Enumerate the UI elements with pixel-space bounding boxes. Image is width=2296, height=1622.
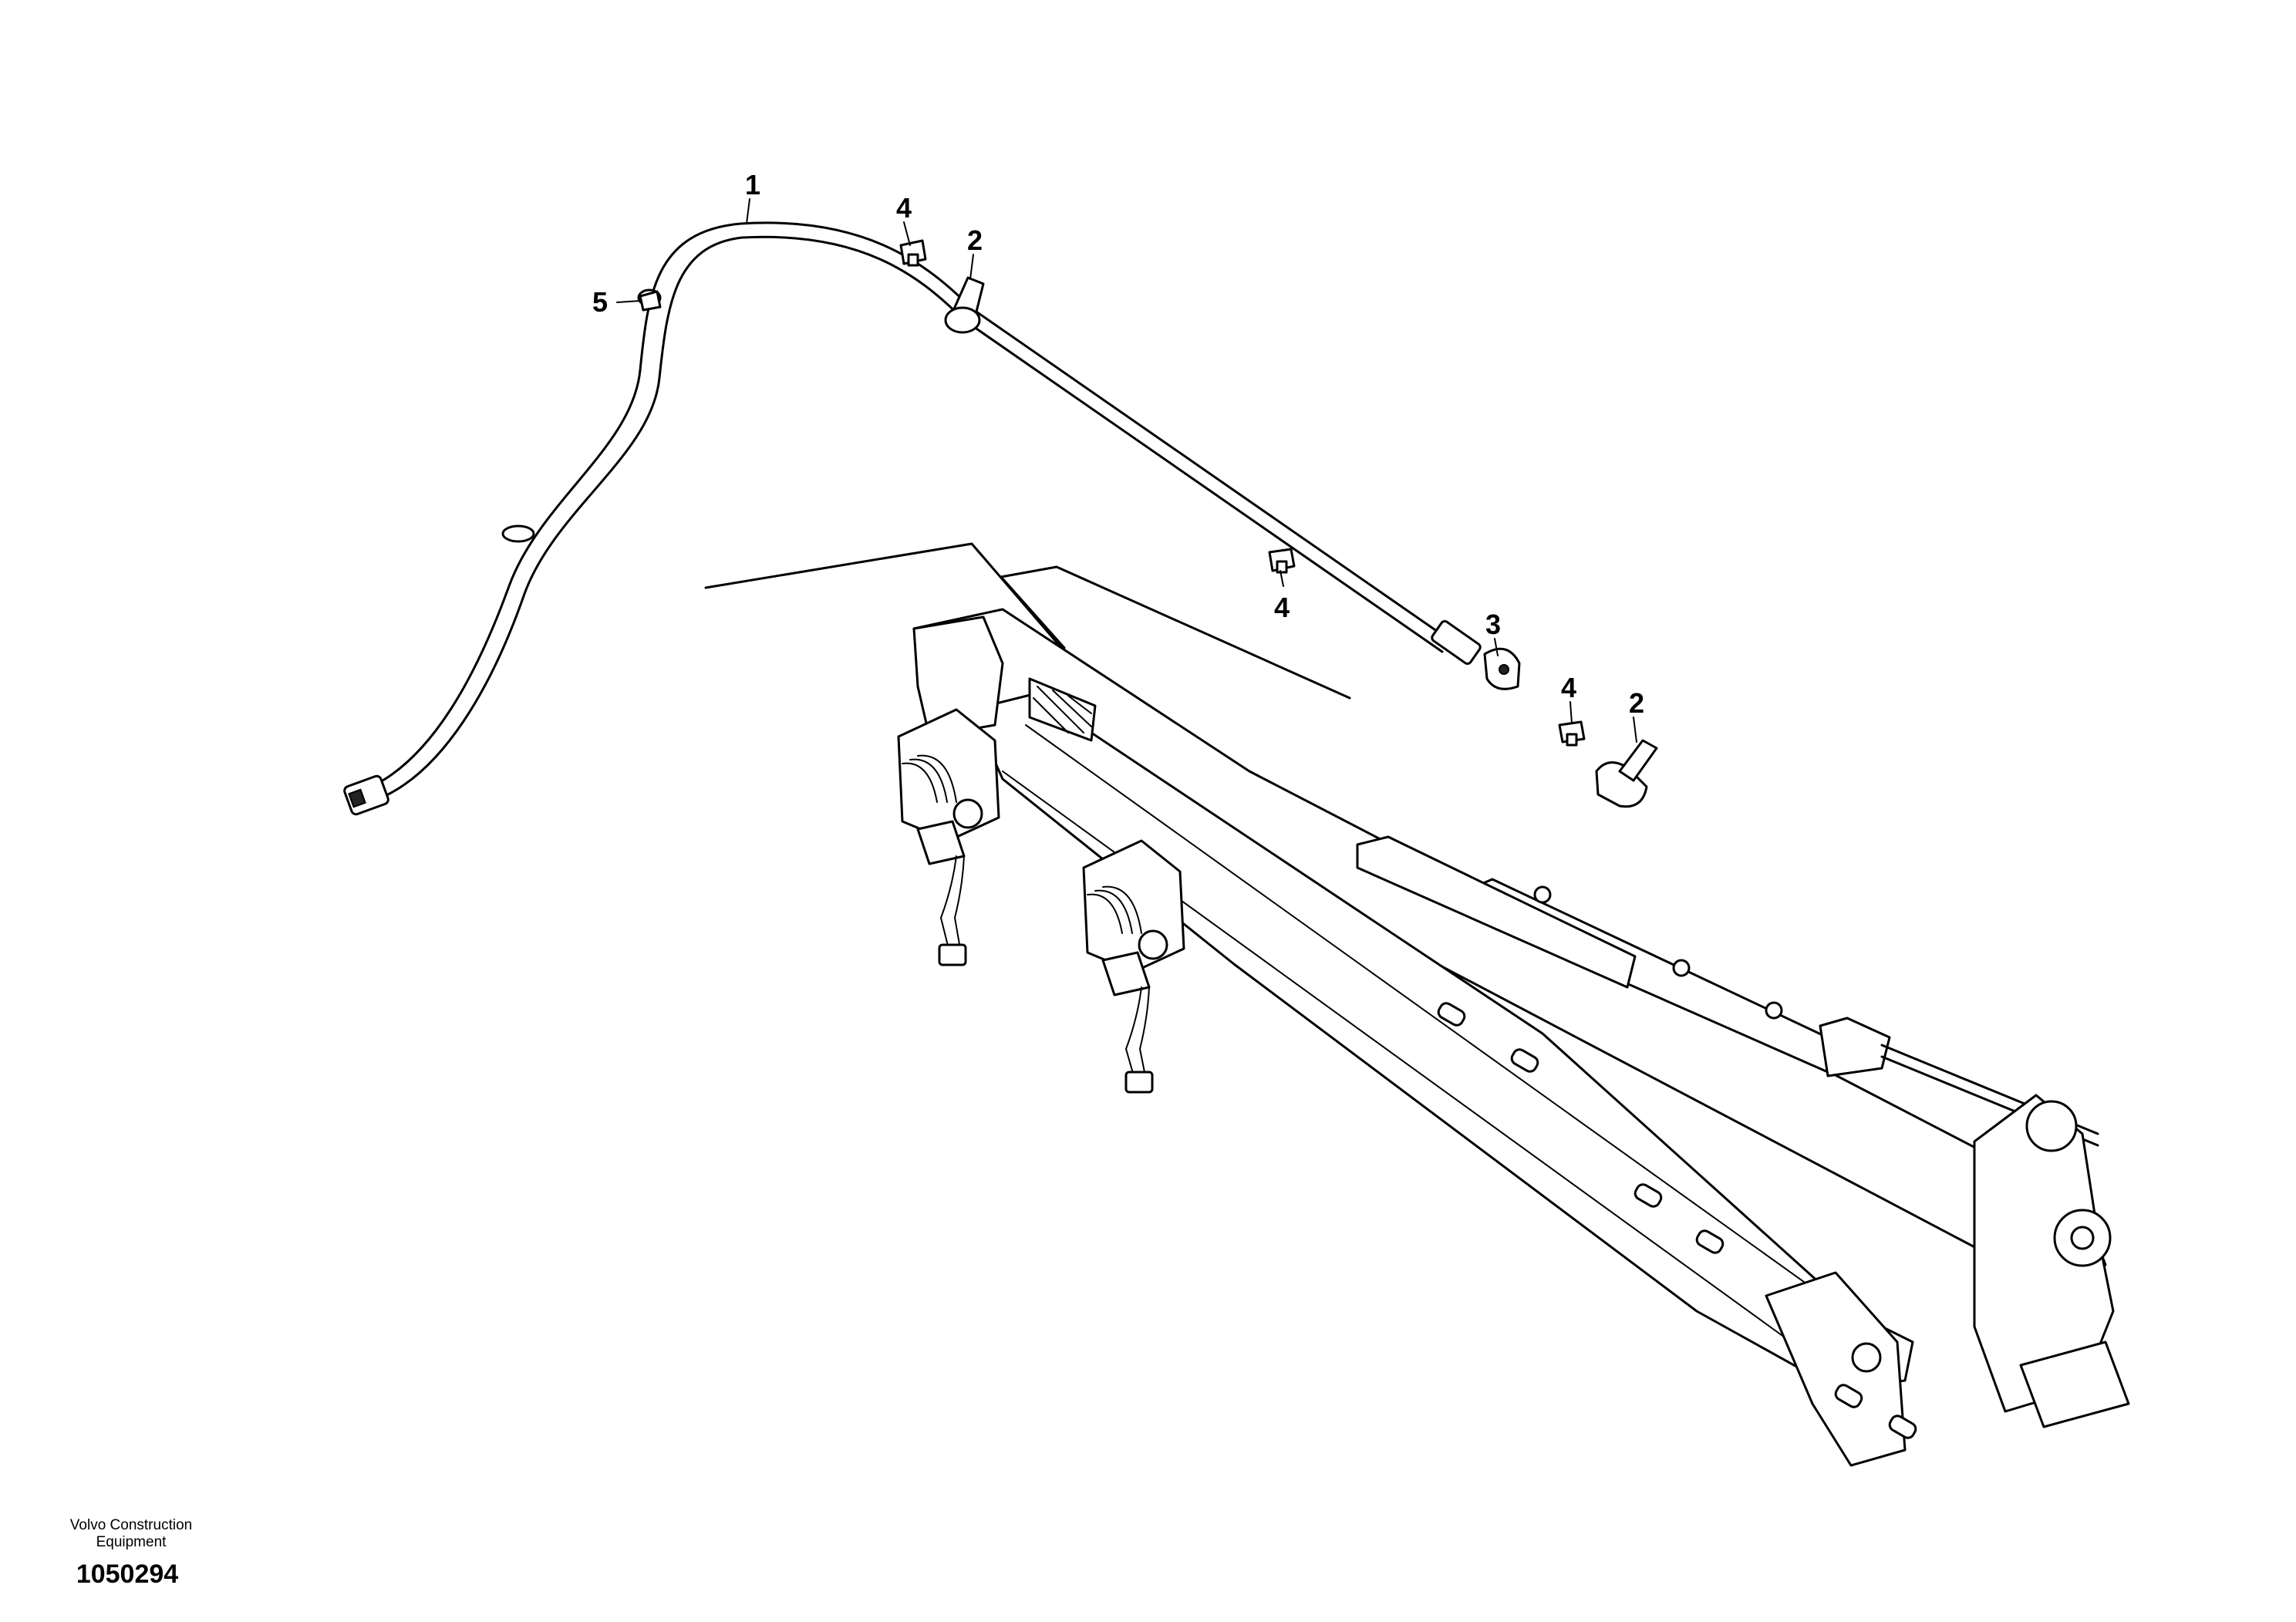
sensor-unit-right xyxy=(1082,839,1185,1094)
callout-2-right: 2 xyxy=(1629,687,1644,719)
boom-slots xyxy=(1437,1002,1917,1439)
sensor-unit-left xyxy=(897,708,1000,966)
company-name-line1: Volvo Construction xyxy=(70,1517,192,1533)
callout-5: 5 xyxy=(592,286,608,318)
bolt-middle xyxy=(1268,548,1296,574)
callout-4-right: 4 xyxy=(1561,672,1576,703)
callout-3: 3 xyxy=(1485,609,1501,640)
callout-1: 1 xyxy=(745,169,760,201)
cable-harness xyxy=(343,221,1482,816)
drawing-number: 1050294 xyxy=(76,1560,178,1589)
boom-assembly xyxy=(912,608,2130,1467)
clamp-part-3 xyxy=(1483,647,1521,690)
callout-4-top: 4 xyxy=(896,192,912,224)
company-name-line2: Equipment xyxy=(96,1534,167,1550)
bolt-right xyxy=(1558,720,1586,747)
clamp-top xyxy=(944,276,985,334)
leader-lines xyxy=(616,198,1637,743)
callout-2-top: 2 xyxy=(967,224,983,256)
location-pointer xyxy=(704,542,1351,700)
callout-4-middle: 4 xyxy=(1274,592,1290,623)
tie-part-5 xyxy=(639,290,662,312)
bolt-top xyxy=(899,239,927,267)
clamp-right xyxy=(1595,739,1658,808)
